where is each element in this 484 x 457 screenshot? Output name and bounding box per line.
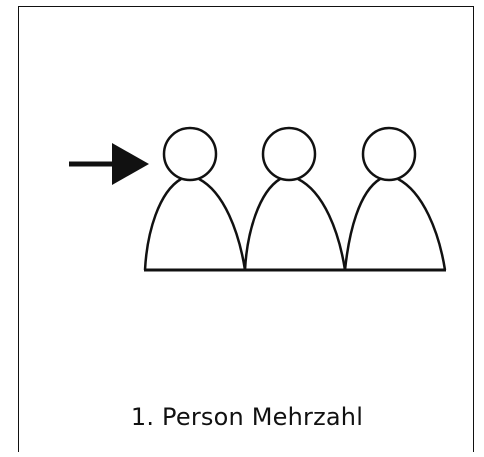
arrow-right-icon <box>69 143 149 185</box>
caption-label: 1. Person Mehrzahl <box>130 403 364 431</box>
person-icon <box>343 126 447 271</box>
person-icon <box>143 126 247 271</box>
pictogram-card: 1. Person Mehrzahl <box>18 6 474 452</box>
person-icon <box>243 126 347 271</box>
three-persons-pictogram <box>69 126 447 272</box>
